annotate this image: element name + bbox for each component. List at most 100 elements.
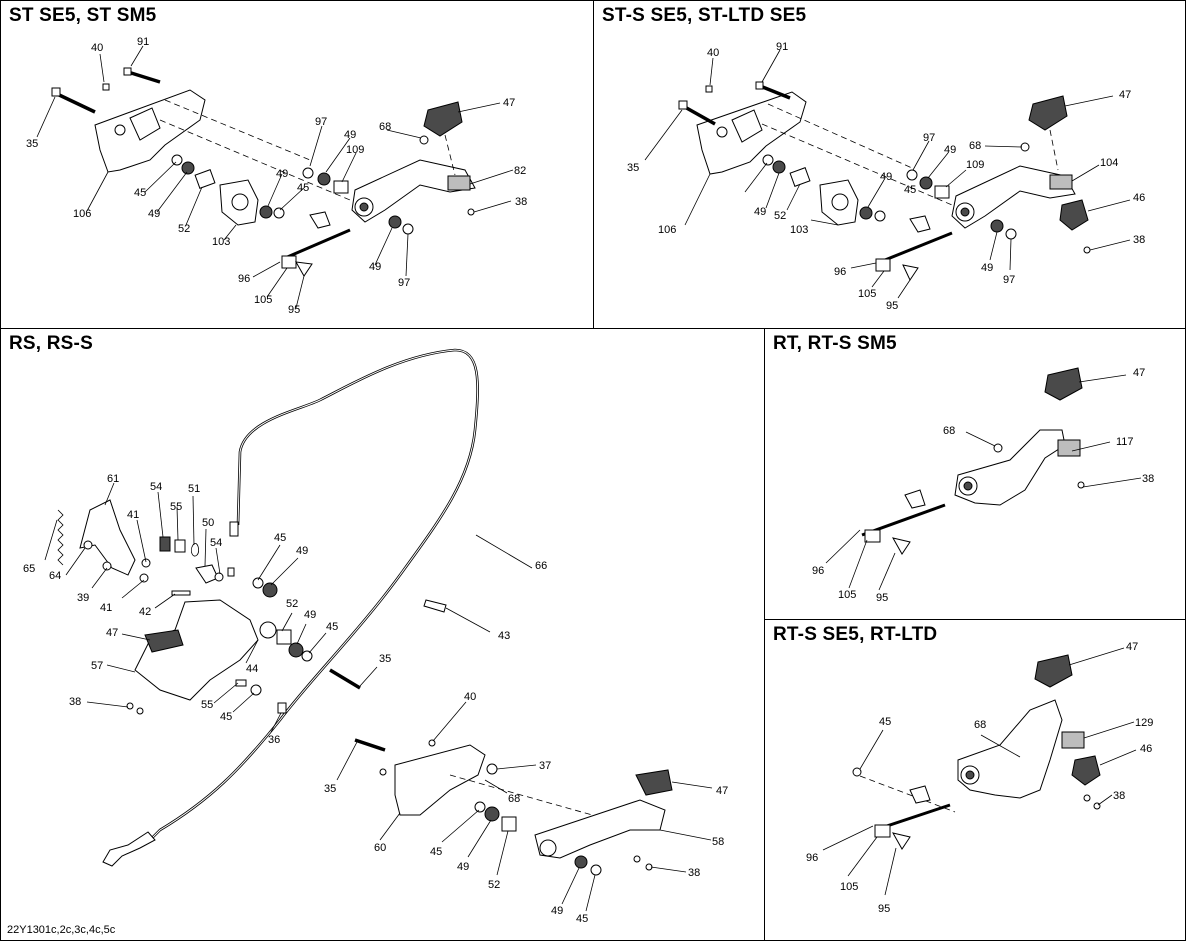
callout: 105 bbox=[858, 288, 876, 300]
callout: 52 bbox=[488, 879, 500, 891]
callout: 105 bbox=[254, 294, 272, 306]
callout: 47 bbox=[1126, 641, 1138, 653]
callout: 49 bbox=[369, 261, 381, 273]
callout: 49 bbox=[880, 171, 892, 183]
callout: 106 bbox=[658, 224, 676, 236]
callout: 105 bbox=[838, 589, 856, 601]
callout: 45 bbox=[220, 711, 232, 723]
callout: 40 bbox=[464, 691, 476, 703]
rs-callouts: 61 54 55 51 41 50 54 45 49 66 65 64 39 4… bbox=[23, 473, 728, 925]
callout: 45 bbox=[904, 184, 916, 196]
callout: 105 bbox=[840, 881, 858, 893]
callout: 103 bbox=[212, 236, 230, 248]
callout: 37 bbox=[539, 760, 551, 772]
callout: 36 bbox=[268, 734, 280, 746]
callout: 46 bbox=[1133, 192, 1145, 204]
callout: 58 bbox=[712, 836, 724, 848]
rts-callouts: 47 45 68 129 46 38 96 105 95 bbox=[806, 641, 1153, 915]
callout: 46 bbox=[1140, 743, 1152, 755]
callout: 104 bbox=[1100, 157, 1118, 169]
callout: 35 bbox=[379, 653, 391, 665]
callout: 40 bbox=[707, 47, 719, 59]
callout: 91 bbox=[776, 41, 788, 53]
callout: 109 bbox=[966, 159, 984, 171]
callout: 45 bbox=[134, 187, 146, 199]
callout: 109 bbox=[346, 144, 364, 156]
callout: 49 bbox=[754, 206, 766, 218]
rt-assembly bbox=[861, 367, 1085, 555]
callout: 49 bbox=[457, 861, 469, 873]
callout: 42 bbox=[139, 606, 151, 618]
rt-leaders bbox=[825, 374, 1142, 591]
rs-assembly bbox=[57, 348, 673, 876]
panel-title-st: ST SE5, ST SM5 bbox=[9, 5, 157, 26]
sts-assembly bbox=[678, 81, 1091, 282]
callout: 49 bbox=[344, 129, 356, 141]
sts-callouts: 40 91 35 97 49 68 47 109 104 45 46 38 10… bbox=[627, 41, 1145, 312]
callout: 35 bbox=[324, 783, 336, 795]
callout: 68 bbox=[969, 140, 981, 152]
callout: 97 bbox=[398, 277, 410, 289]
callout: 60 bbox=[374, 842, 386, 854]
callout: 106 bbox=[73, 208, 91, 220]
panel-title-rts: RT-S SE5, RT-LTD bbox=[773, 624, 938, 645]
callout: 47 bbox=[503, 97, 515, 109]
callout: 95 bbox=[288, 304, 300, 316]
callout: 45 bbox=[274, 532, 286, 544]
figure-code: 22Y1301c,2c,3c,4c,5c bbox=[7, 924, 116, 936]
callout: 49 bbox=[944, 144, 956, 156]
callout: 54 bbox=[210, 537, 222, 549]
rts-assembly bbox=[852, 654, 1101, 850]
st-callouts: 40 91 35 97 49 68 47 109 82 45 38 106 49… bbox=[26, 36, 527, 316]
callout: 117 bbox=[1116, 436, 1134, 448]
callout: 68 bbox=[974, 719, 986, 731]
callout: 96 bbox=[806, 852, 818, 864]
callout: 66 bbox=[535, 560, 547, 572]
callout: 51 bbox=[188, 483, 200, 495]
callout: 47 bbox=[716, 785, 728, 797]
callout: 68 bbox=[508, 793, 520, 805]
callout: 91 bbox=[137, 36, 149, 48]
callout: 96 bbox=[834, 266, 846, 278]
callout: 38 bbox=[515, 196, 527, 208]
callout: 38 bbox=[69, 696, 81, 708]
callout: 49 bbox=[551, 905, 563, 917]
callout: 47 bbox=[106, 627, 118, 639]
callout: 45 bbox=[879, 716, 891, 728]
callout: 95 bbox=[876, 592, 888, 604]
callout: 47 bbox=[1119, 89, 1131, 101]
callout: 38 bbox=[688, 867, 700, 879]
callout: 68 bbox=[379, 121, 391, 133]
callout: 43 bbox=[498, 630, 510, 642]
rs-leaders bbox=[44, 482, 713, 912]
callout: 49 bbox=[148, 208, 160, 220]
callout: 61 bbox=[107, 473, 119, 485]
callout: 103 bbox=[790, 224, 808, 236]
callout: 95 bbox=[886, 300, 898, 312]
callout: 38 bbox=[1113, 790, 1125, 802]
callout: 54 bbox=[150, 481, 162, 493]
callout: 52 bbox=[286, 598, 298, 610]
callout: 39 bbox=[77, 592, 89, 604]
callout: 44 bbox=[246, 663, 258, 675]
panel-title-sts: ST-S SE5, ST-LTD SE5 bbox=[602, 5, 807, 26]
callout: 64 bbox=[49, 570, 61, 582]
panel-title-rt: RT, RT-S SM5 bbox=[773, 333, 897, 354]
callout: 96 bbox=[812, 565, 824, 577]
callout: 38 bbox=[1133, 234, 1145, 246]
callout: 49 bbox=[304, 609, 316, 621]
callout: 41 bbox=[127, 509, 139, 521]
callout: 38 bbox=[1142, 473, 1154, 485]
callout: 41 bbox=[100, 602, 112, 614]
callout: 40 bbox=[91, 42, 103, 54]
callout: 55 bbox=[201, 699, 213, 711]
callout: 47 bbox=[1133, 367, 1145, 379]
st-leaders bbox=[36, 45, 514, 309]
callout: 68 bbox=[943, 425, 955, 437]
callout: 95 bbox=[878, 903, 890, 915]
callout: 55 bbox=[170, 501, 182, 513]
callout: 65 bbox=[23, 563, 35, 575]
callout: 49 bbox=[981, 262, 993, 274]
callout: 97 bbox=[315, 116, 327, 128]
rt-callouts: 47 68 117 38 96 105 95 bbox=[812, 367, 1154, 604]
